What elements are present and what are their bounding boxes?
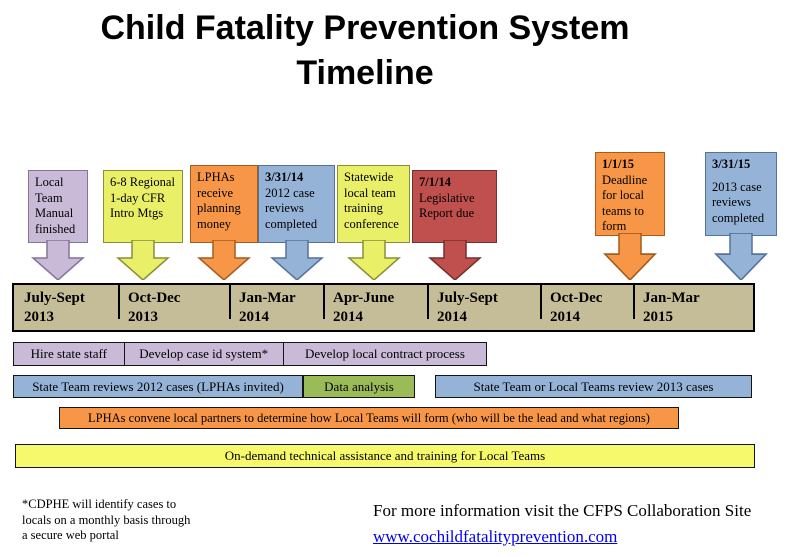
timeline-divider: [323, 285, 325, 319]
collaboration-site-link[interactable]: www.cochildfatalityprevention.com: [373, 527, 618, 546]
activity-review-2013-cases: State Team or Local Teams review 2013 ca…: [435, 375, 752, 398]
activity-on-demand-assistance: On-demand technical assistance and train…: [15, 444, 755, 468]
timeline-divider: [427, 285, 429, 319]
timeline-divider: [229, 285, 231, 319]
activity-row-state-setup: Hire state staff Develop case id system*…: [13, 342, 487, 366]
period-year: 2014: [550, 309, 580, 325]
activity-lphas-convene: LPHAs convene local partners to determin…: [59, 407, 679, 429]
activity-develop-case-id-system: Develop case id system*: [123, 343, 283, 365]
callout-date: 3/31/14: [265, 170, 304, 184]
timeline-period: Oct-Dec 2013: [118, 285, 229, 330]
period-year: 2014: [239, 309, 269, 325]
timeline-divider: [540, 285, 542, 319]
timeline-period: July-Sept 2013: [14, 285, 118, 330]
callout-text: Local Team Manual finished: [35, 175, 76, 236]
down-arrow-icon: [427, 240, 482, 280]
activity-develop-local-contract-process: Develop local contract process: [282, 343, 486, 365]
info-text: For more information visit the CFPS Coll…: [373, 501, 752, 520]
down-arrow-icon: [603, 233, 657, 280]
callout-text: 7/1/14 Legislative Report due: [413, 171, 496, 222]
callout-statewide-training-conference: Statewide local team training conference: [337, 165, 410, 280]
down-arrow-icon: [116, 240, 170, 280]
callout-text: 3/31/15 2013 case reviews completed: [706, 153, 776, 226]
callout-legislative-report-due: 7/1/14 Legislative Report due: [412, 170, 497, 280]
timeline-period: Jan-Mar 2014: [229, 285, 323, 330]
footnote: *CDPHE will identify cases to locals on …: [22, 497, 190, 544]
footnote-line: *CDPHE will identify cases to: [22, 497, 177, 511]
callout-text: 1/1/15 Deadline for local teams to form: [596, 153, 664, 235]
activity-review-2012-cases: State Team reviews 2012 cases (LPHAs inv…: [13, 375, 303, 398]
period-year: 2014: [333, 309, 363, 325]
down-arrow-icon: [714, 233, 768, 280]
activity-data-analysis: Data analysis: [303, 375, 415, 398]
period-quarter: July-Sept: [437, 290, 498, 306]
period-year: 2013: [24, 309, 54, 325]
callout-regional-intro-mtgs: 6-8 Regional 1-day CFR Intro Mtgs: [103, 170, 183, 280]
callout-2013-reviews-completed: 3/31/15 2013 case reviews completed: [705, 152, 777, 280]
timeline-bar: July-Sept 2013 Oct-Dec 2013 Jan-Mar 2014…: [12, 283, 755, 332]
period-quarter: Jan-Mar: [643, 290, 700, 306]
period-year: 2014: [437, 309, 467, 325]
footnote-line: a secure web portal: [22, 528, 119, 542]
period-quarter: Oct-Dec: [550, 290, 603, 306]
down-arrow-icon: [31, 240, 85, 280]
period-quarter: Oct-Dec: [128, 290, 181, 306]
down-arrow-icon: [197, 240, 251, 280]
period-year: 2013: [128, 309, 158, 325]
timeline-period: Oct-Dec 2014: [540, 285, 633, 330]
callout-2012-reviews-completed: 3/31/14 2012 case reviews completed: [258, 165, 335, 280]
footnote-line: locals on a monthly basis through: [22, 512, 191, 527]
callout-text: 3/31/14 2012 case reviews completed: [259, 166, 334, 232]
down-arrow-icon: [269, 240, 324, 280]
callout-date: 1/1/15: [602, 157, 634, 171]
callout-text: 6-8 Regional 1-day CFR Intro Mtgs: [110, 175, 175, 220]
timeline-divider: [118, 285, 120, 319]
timeline-period: Apr-June 2014: [323, 285, 427, 330]
period-quarter: Apr-June: [333, 290, 395, 306]
callout-date: 7/1/14: [419, 175, 451, 189]
timeline-divider: [633, 285, 635, 319]
callout-local-teams-deadline: 1/1/15 Deadline for local teams to form: [595, 152, 665, 280]
callout-date: 3/31/15: [712, 157, 751, 171]
page-title-line2: Timeline: [296, 54, 434, 92]
callout-text: Statewide local team training conference: [344, 170, 399, 231]
activity-hire-state-staff: Hire state staff: [30, 346, 107, 361]
page-title-line1: Child Fatality Prevention System: [100, 9, 630, 47]
period-year: 2015: [643, 309, 673, 325]
info-block: For more information visit the CFPS Coll…: [373, 498, 751, 550]
page-title: Child Fatality Prevention System Timelin…: [0, 6, 730, 96]
callout-text: LPHAs receive planning money: [197, 170, 241, 231]
callout-lpha-planning-money: LPHAs receive planning money: [190, 165, 258, 280]
timeline-period: Jan-Mar 2015: [633, 285, 753, 330]
down-arrow-icon: [346, 240, 401, 280]
callout-local-team-manual: Local Team Manual finished: [28, 170, 88, 280]
period-quarter: July-Sept: [24, 290, 85, 306]
period-quarter: Jan-Mar: [239, 290, 296, 306]
timeline-period: July-Sept 2014: [427, 285, 540, 330]
